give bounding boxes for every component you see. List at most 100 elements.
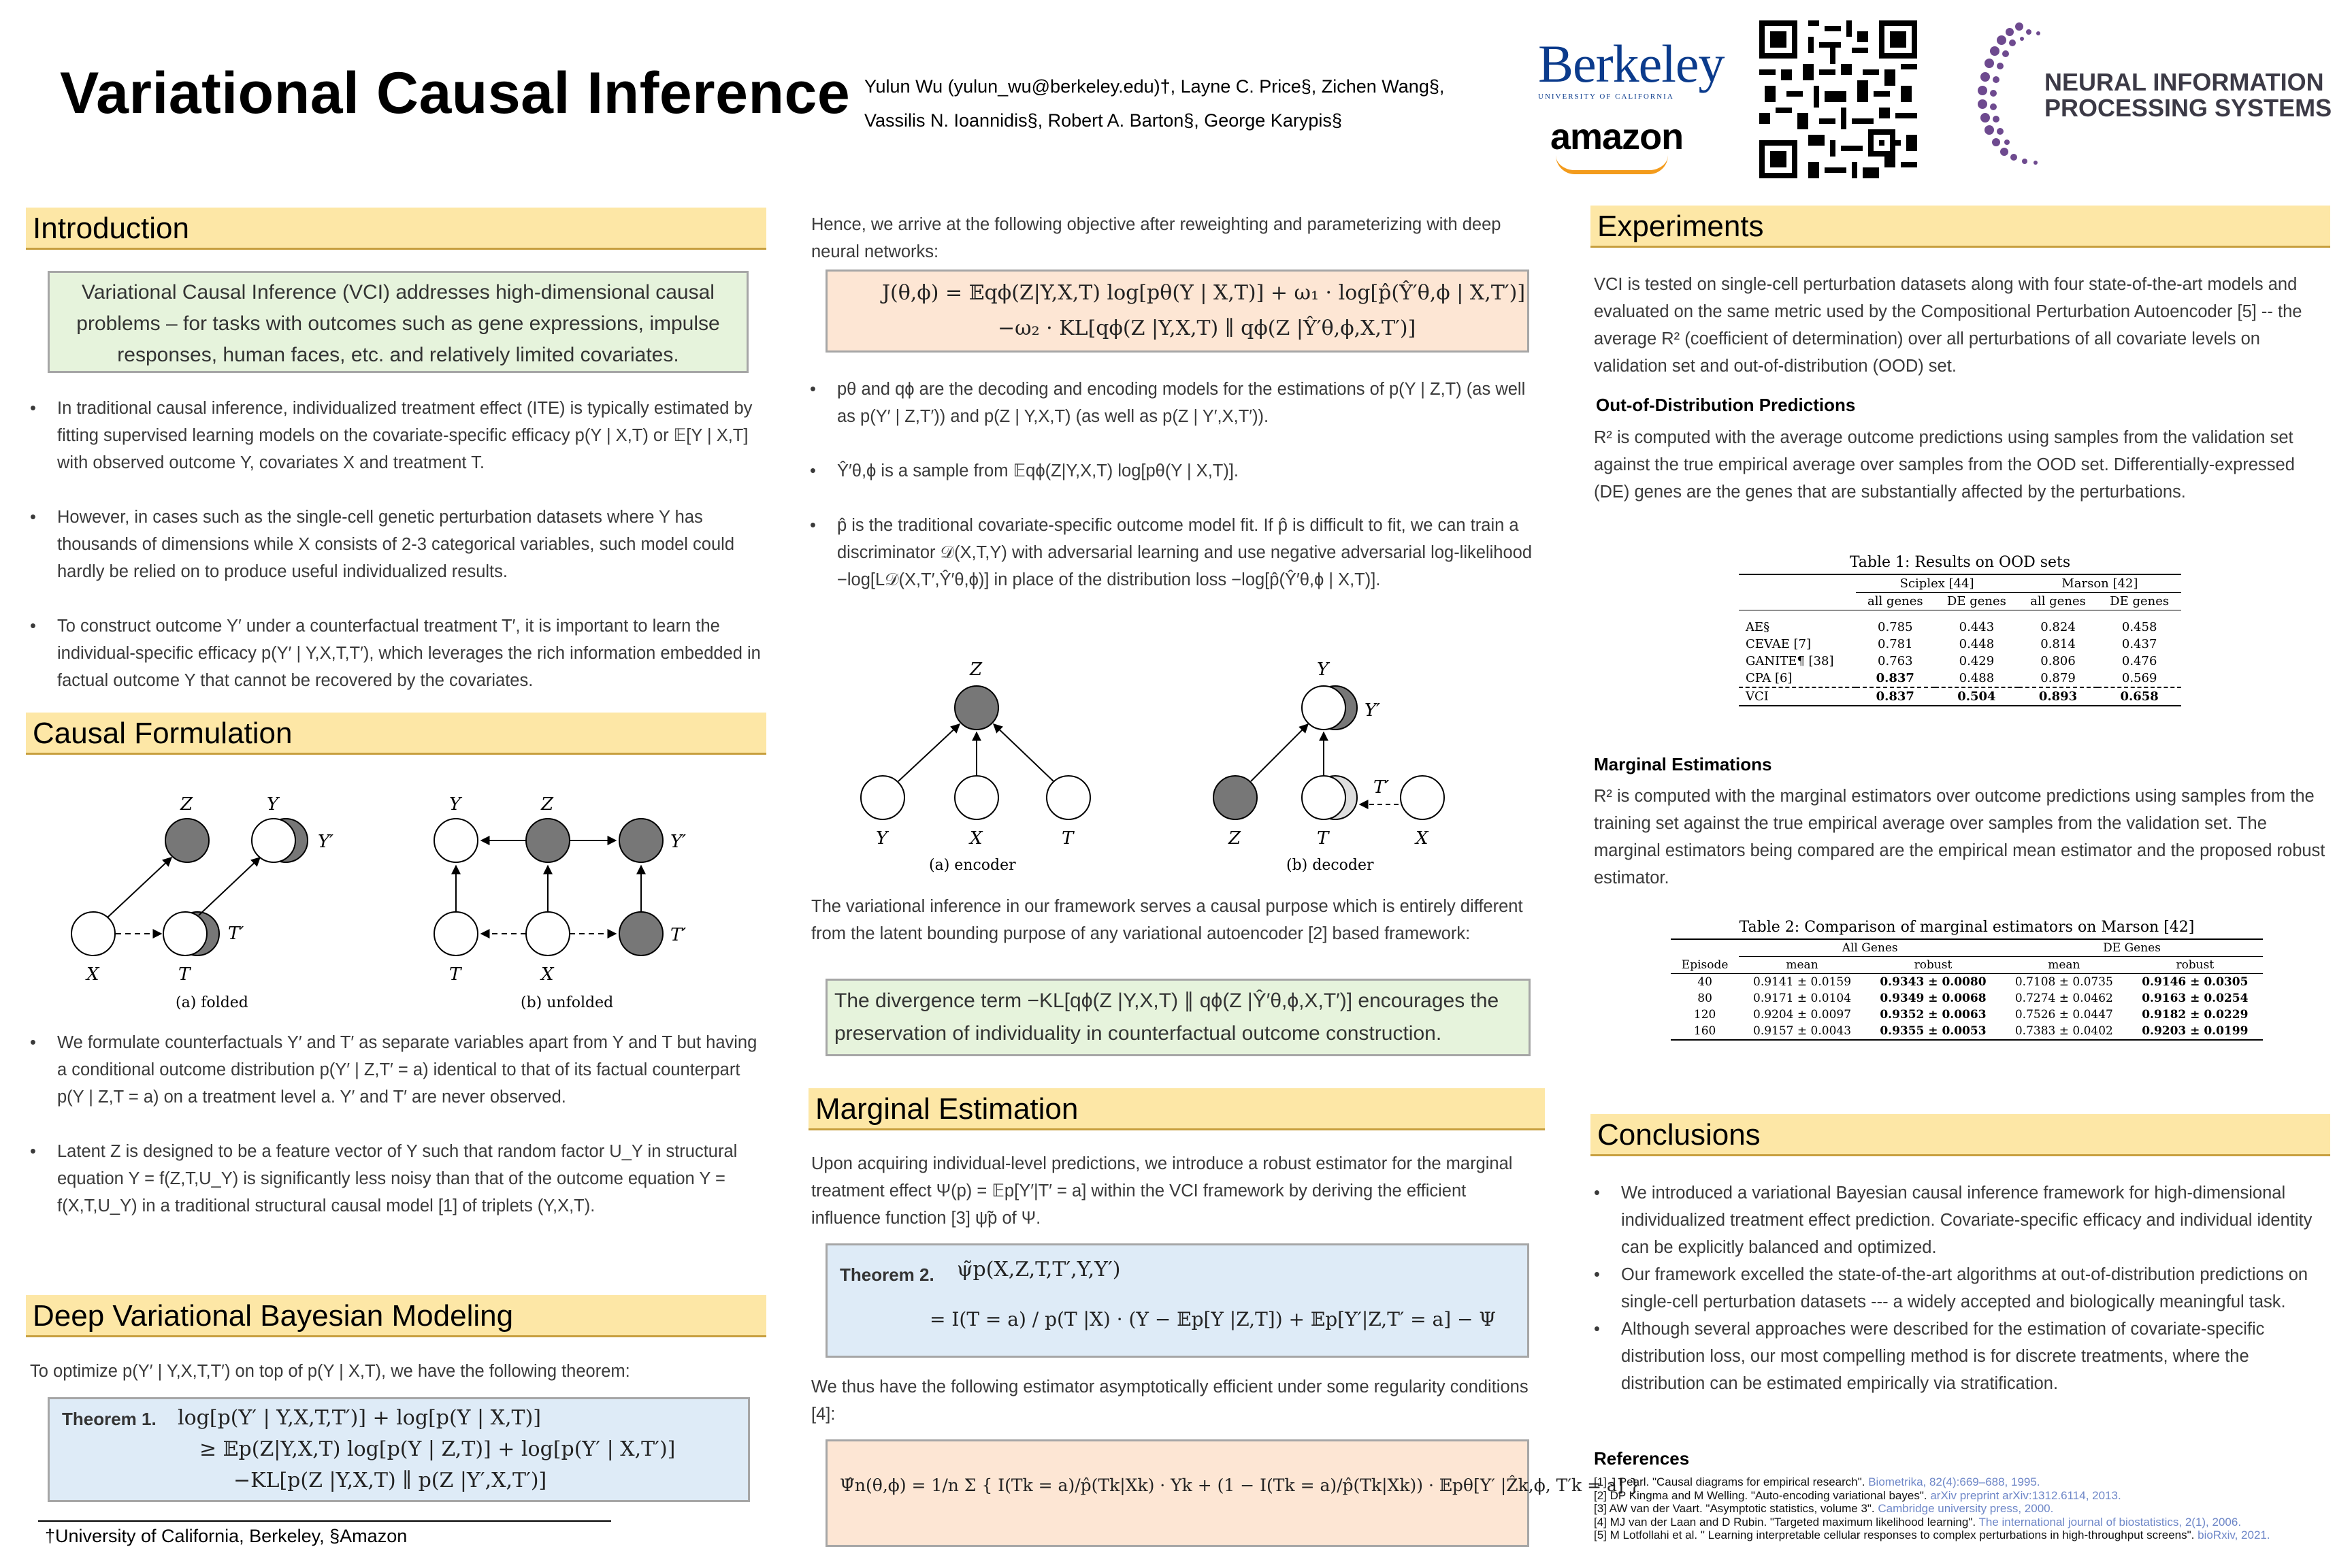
- folded-label-X: X: [85, 964, 100, 985]
- unfolded-label-Yp: Y′: [670, 832, 686, 852]
- poster-title: Variational Causal Inference: [60, 61, 851, 126]
- table-1-caption: Table 1: Results on OOD sets: [1849, 554, 2071, 571]
- references-heading: References: [1594, 1448, 1690, 1469]
- table-2-group-1: All Genes: [1739, 939, 2002, 957]
- folded-label-T: T: [178, 964, 191, 985]
- causal-bullets: We formulate counterfactuals Y′ and T′ a…: [30, 1029, 765, 1220]
- conclusion-bullet-2: Our framework excelled the state-of-the-…: [1594, 1261, 2322, 1316]
- section-heading-dvbm: Deep Variational Bayesian Modeling: [26, 1295, 766, 1337]
- theorem-2-line-1: ψ̃p(X,Z,T,T′,Y,Y′): [957, 1258, 1121, 1281]
- reference-4: [4] MJ van der Laan and D Rubin. "Target…: [1594, 1515, 2242, 1529]
- table-2: All Genes DE Genes Episode mean robust m…: [1671, 938, 2263, 1041]
- marginal-intro: Upon acquiring individual-level predicti…: [811, 1154, 1513, 1228]
- table-1-group-2: Marson [42]: [2018, 574, 2181, 593]
- theorem-2-line-2: = I(T = a) / p(T |X) · (Y − 𝔼p[Y |Z,T]) …: [930, 1308, 1496, 1330]
- table-2-group-2: DE Genes: [2001, 939, 2263, 957]
- folded-graph: [71, 818, 308, 956]
- intro-summary-box: Variational Causal Inference (VCI) addre…: [48, 271, 749, 373]
- authors-line-1: Yulun Wu (yulun_wu@berkeley.edu)†, Layne…: [864, 76, 1445, 97]
- estimator-box: Ψ̂n(θ,ϕ) = 1/n Σ { I(Tk = a)/p̂(Tk|Xk) ·…: [826, 1439, 1640, 1547]
- reference-2: [2] DP Kingma and M Welling. "Auto-encod…: [1594, 1488, 2121, 1502]
- estimator-formula: Ψ̂n(θ,ϕ) = 1/n Σ { I(Tk = a)/p̂(Tk|Xk) ·…: [840, 1475, 1640, 1495]
- conclusion-bullet-1: We introduced a variational Bayesian cau…: [1594, 1179, 2322, 1261]
- decoder-label-X: X: [1414, 828, 1429, 849]
- theorem-2-label: Theorem 2.: [840, 1264, 934, 1285]
- fig-caption-decoder: (b) decoder: [1286, 857, 1374, 874]
- folded-label-Z: Z: [180, 794, 193, 815]
- decoder-label-Yp: Y′: [1365, 700, 1380, 721]
- divergence-box: The divergence term −KL[qϕ(Z |Y,X,T) ∥ q…: [826, 979, 1531, 1056]
- intro-summary-text: Variational Causal Inference (VCI) addre…: [76, 281, 720, 366]
- affiliation-footnote: †University of California, Berkeley, §Am…: [45, 1526, 408, 1546]
- decoder-label-Tp: T′: [1373, 777, 1389, 798]
- table-1-col: all genes: [2030, 594, 2086, 608]
- unfolded-label-Y: Y: [449, 794, 463, 815]
- decoder-graph: [1213, 685, 1445, 820]
- berkeley-logo: Berkeley UNIVERSITY OF CALIFORNIA: [1538, 34, 1725, 101]
- qr-code-icon[interactable]: [1759, 20, 1917, 178]
- intro-bullet-2: However, in cases such as the single-cel…: [30, 504, 765, 585]
- theorem-2-box: Theorem 2. ψ̃p(X,Z,T,T′,Y,Y′) = I(T = a)…: [826, 1243, 1529, 1358]
- conclusion-bullet-3: Although several approaches were describ…: [1594, 1316, 2322, 1397]
- theorem-1-line-2: ≥ 𝔼p(Z|Y,X,T) log[p(Y | Z,T)] + log[p(Y′…: [199, 1437, 676, 1461]
- encoder-graph: [860, 685, 1091, 820]
- intro-bullet-3: To construct outcome Y′ under a counterf…: [30, 612, 765, 694]
- theorem-1-box: Theorem 1. log[p(Y′ | Y,X,T,T′)] + log[p…: [48, 1397, 750, 1502]
- table-1-col: all genes: [1867, 594, 1923, 608]
- table-1-group-1: Sciplex [44]: [1855, 574, 2019, 593]
- decoder-label-Z: Z: [1228, 828, 1241, 849]
- me-text: R² is computed with the marginal estimat…: [1594, 787, 2325, 887]
- section-heading-conclusions: Conclusions: [1590, 1114, 2330, 1156]
- objective-bullet-1: pθ and qϕ are the decoding and encoding …: [810, 376, 1538, 430]
- neurips-logo-icon: [1978, 22, 2040, 165]
- encoder-label-Z: Z: [969, 659, 983, 680]
- fig-caption-encoder: (a) encoder: [929, 857, 1016, 874]
- section-heading-causal: Causal Formulation: [26, 713, 766, 755]
- references-list: [1] J Pearl. "Causal diagrams for empiri…: [1594, 1475, 2342, 1542]
- causal-graph-figure: Z Y Y′ X T T′ (a) folded Y Z Y′ T X T′ (…: [71, 794, 686, 1011]
- encoder-decoder-figure: Z Y X T (a) encoder Y Y′ Z T T′ X (b) de…: [860, 659, 1445, 874]
- unfolded-graph: [434, 818, 664, 956]
- folded-label-Yp: Y′: [318, 832, 333, 852]
- theorem-1-line-1: log[p(Y′ | Y,X,T,T′)] + log[p(Y | X,T)]: [178, 1406, 541, 1430]
- reference-3: [3] AW van der Vaart. "Asymptotic statis…: [1594, 1502, 2054, 1515]
- folded-label-Y: Y: [267, 794, 280, 815]
- intro-bullets: In traditional causal inference, individ…: [30, 395, 765, 694]
- table-1-col: DE genes: [1946, 594, 2006, 608]
- objective-box: J(θ,ϕ) = 𝔼qϕ(Z|Y,X,T) log[pθ(Y | X,T)] +…: [826, 270, 1529, 353]
- ood-text: R² is computed with the average outcome …: [1594, 428, 2295, 502]
- table-1-container: Table 1: Results on OOD sets Sciplex [44…: [1739, 554, 2181, 706]
- estimator-intro: We thus have the following estimator asy…: [811, 1377, 1529, 1424]
- section-heading-marginal: Marginal Estimation: [808, 1088, 1545, 1130]
- author-list: Yulun Wu (yulun_wu@berkeley.edu)†, Layne…: [864, 69, 1504, 137]
- neurips-logo-text: NEURAL INFORMATION PROCESSING SYSTEMS: [2044, 68, 2332, 122]
- theorem-1-label: Theorem 1.: [62, 1409, 157, 1429]
- fig-caption-folded: (a) folded: [176, 994, 248, 1011]
- objective-line-1: J(θ,ϕ) = 𝔼qϕ(Z|Y,X,T) log[pθ(Y | X,T)] +…: [882, 281, 1526, 305]
- objective-bullets: pθ and qϕ are the decoding and encoding …: [810, 376, 1538, 593]
- section-heading-introduction: Introduction: [26, 208, 766, 250]
- unfolded-label-Z: Z: [540, 794, 554, 815]
- objective-bullet-3: p̂ is the traditional covariate-specific…: [810, 512, 1538, 593]
- objective-intro: Hence, we arrive at the following object…: [811, 215, 1501, 261]
- authors-line-2: Vassilis N. Ioannidis§, Robert A. Barton…: [864, 110, 1342, 131]
- experiments-intro: VCI is tested on single-cell perturbatio…: [1594, 275, 2302, 376]
- footnote-rule: [38, 1520, 611, 1522]
- table-2-caption: Table 2: Comparison of marginal estimato…: [1739, 919, 2195, 936]
- table-1-col: DE genes: [2110, 594, 2170, 608]
- vi-purpose-text: The variational inference in our framewo…: [811, 897, 1523, 943]
- conclusion-bullets: We introduced a variational Bayesian cau…: [1594, 1179, 2322, 1397]
- causal-bullet-1: We formulate counterfactuals Y′ and T′ a…: [30, 1029, 765, 1111]
- objective-line-2: −ω₂ · KL[qϕ(Z |Y,X,T) ∥ qϕ(Z |Ŷ′θ,ϕ,X,T′…: [998, 316, 1416, 340]
- me-heading: Marginal Estimations: [1594, 754, 1772, 774]
- table-1: Sciplex [44] Marson [42] all genes DE ge…: [1739, 574, 2181, 706]
- intro-bullet-1: In traditional causal inference, individ…: [30, 395, 765, 476]
